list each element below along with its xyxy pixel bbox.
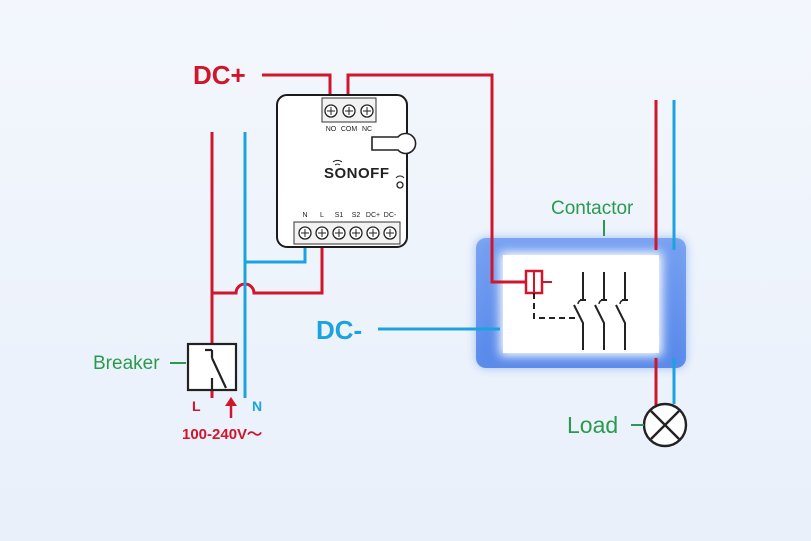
load-label: Load [567,412,618,438]
neutral-wires [243,100,676,404]
contactor-contacts [573,272,628,350]
voltage-label: 100-240V～ [182,426,262,443]
terminal-label-s2: S2 [352,212,361,219]
terminal-label-com: COM [341,126,358,133]
com-to-coil-wire [346,73,526,284]
signal-icon [395,175,405,179]
top-terminal-screws [324,104,374,118]
sonoff-device: NO COM NC SONOFF N L S1 S2 DC+ DC- [276,94,417,248]
live-terminal-label: L [192,398,201,414]
neutral-to-device-wire [245,248,307,264]
neutral-terminal-label: N [252,398,262,414]
load-lamp-icon [642,402,688,448]
dc-plus-wire [262,73,332,98]
contactor-label: Contactor [551,198,634,219]
terminal-label-dc-plus: DC+ [366,212,380,219]
terminal-label-no: NO [326,126,337,133]
mechanical-link-line [533,293,576,319]
pairing-hook-icon [371,132,417,155]
dc-minus-label: DC- [316,315,362,345]
terminal-label-n: N [302,212,307,219]
breaker-symbol [186,342,238,392]
dc-plus-label: DC+ [193,60,246,90]
contactor-box [476,238,686,368]
contactor-internals [524,269,628,350]
wifi-icon [332,159,343,166]
terminal-label-dc-minus: DC- [384,212,397,219]
status-led-icon [396,181,404,189]
terminal-label-l: L [320,212,324,219]
terminal-label-s1: S1 [335,212,344,219]
terminal-label-nc: NC [362,126,372,133]
brand-logo: SONOFF [324,165,390,182]
breaker-label: Breaker [93,353,160,374]
supply-arrow-icon [225,397,237,418]
bottom-terminal-screws [298,226,397,240]
